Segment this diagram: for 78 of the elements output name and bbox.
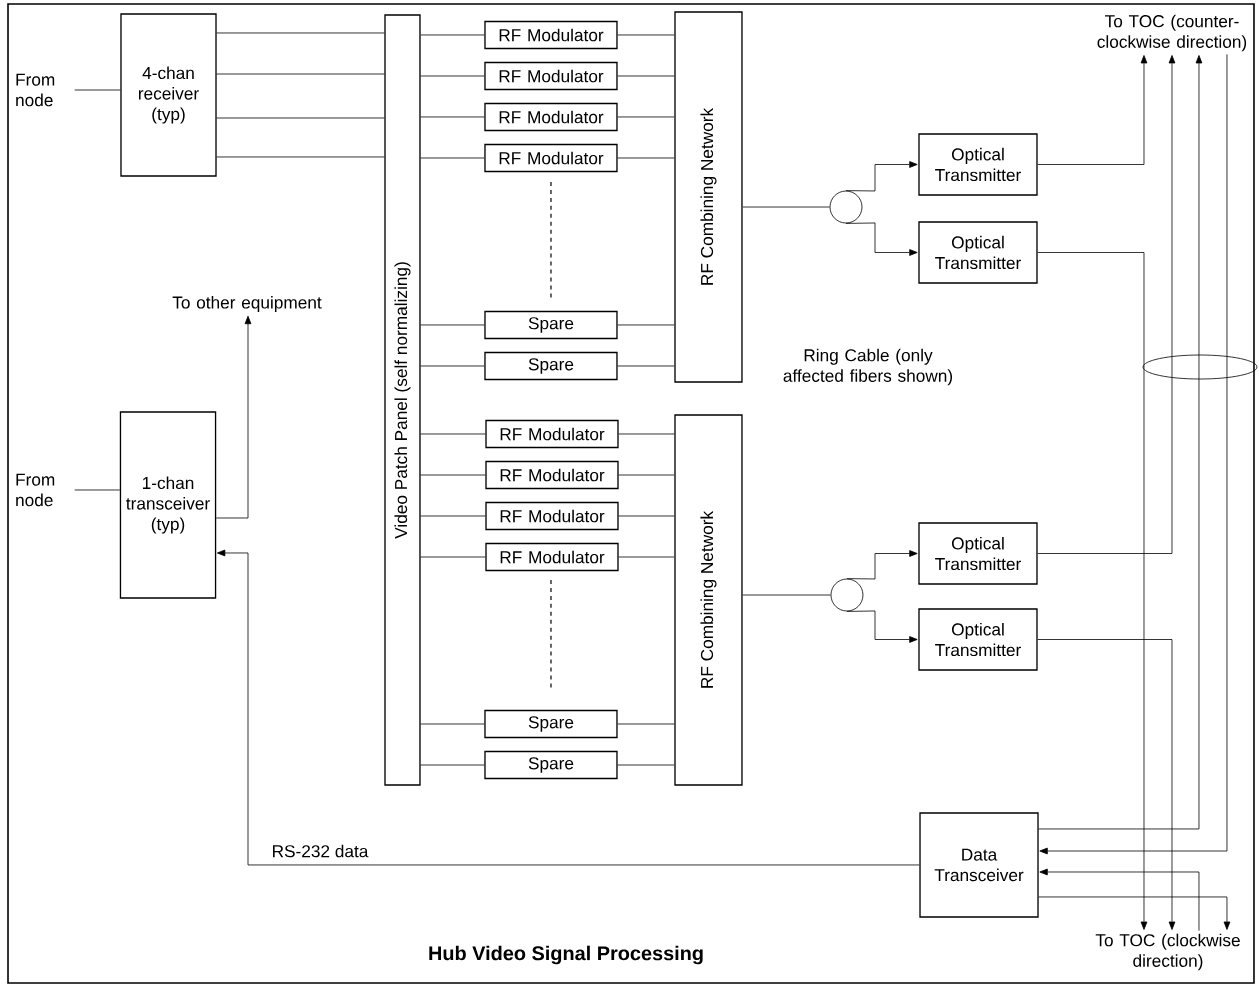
arrow	[845, 222, 918, 256]
combiner-box: RF Combining Network	[674, 11, 743, 383]
connector-line	[216, 117, 385, 119]
patch-panel-box: Video Patch Panel (self normalizing)	[384, 14, 421, 786]
connector-line	[420, 34, 485, 36]
arrow	[216, 549, 920, 866]
modulator-box: RF Modulator	[484, 143, 618, 173]
transmitter-box: Optical Transmitter	[918, 221, 1038, 284]
splitter-circle	[829, 190, 863, 224]
arrow	[1039, 868, 1200, 932]
modulator-box: Spare	[484, 310, 618, 340]
connector-line	[618, 433, 675, 435]
modulator-box: RF Modulator	[485, 501, 619, 531]
connector-line	[617, 764, 675, 766]
text-label: Ring Cable (only affected fibers shown)	[783, 348, 953, 386]
connector-line	[420, 433, 486, 435]
modulator-box: RF Modulator	[485, 542, 619, 572]
arrow	[846, 550, 918, 580]
connector-line	[618, 556, 675, 558]
transmitter-box: Optical Transmitter	[918, 608, 1038, 671]
edge-label: RS-232 data	[270, 843, 370, 859]
text-label: To TOC (counter-clockwise direction)	[1097, 14, 1247, 52]
receiver-box: 4-chan receiver (typ)	[120, 13, 217, 177]
connector-line	[420, 556, 486, 558]
transmitter-box: Optical Transmitter	[918, 133, 1038, 196]
text-label: From node	[16, 473, 55, 507]
connector-line	[420, 157, 485, 159]
connector-line	[420, 723, 485, 725]
modulator-box: Spare	[484, 709, 618, 739]
connector-line	[420, 75, 485, 77]
arrow	[846, 610, 918, 643]
transmitter-box: Optical Transmitter	[918, 522, 1038, 585]
arrow	[215, 315, 252, 519]
arrow	[1039, 53, 1228, 855]
title: Hub Video Signal Processing	[429, 945, 703, 965]
text-label: To other equipment	[172, 295, 322, 313]
text-label: From node	[16, 73, 55, 107]
connector-line	[742, 594, 831, 596]
connector-line	[618, 474, 675, 476]
connector-line	[617, 75, 675, 77]
connector-line	[74, 489, 121, 491]
splitter-circle	[830, 578, 864, 612]
connector-line	[420, 324, 485, 326]
transceiver-box: 1-chan transceiver (typ)	[119, 411, 217, 599]
connector-line	[617, 723, 675, 725]
modulator-box: RF Modulator	[484, 20, 618, 50]
arrow	[1038, 896, 1231, 930]
connector-line	[216, 73, 385, 75]
connector-line	[74, 89, 121, 91]
connector-line	[742, 206, 830, 208]
transceiver-box: Data Transceiver	[919, 812, 1039, 918]
modulator-box: Spare	[484, 351, 618, 381]
connector-line	[216, 156, 385, 158]
arrow	[1037, 55, 1148, 165]
modulator-box: RF Modulator	[484, 61, 618, 91]
arrow	[1037, 55, 1176, 554]
arrow	[1037, 639, 1176, 930]
modulator-box: RF Modulator	[484, 102, 618, 132]
modulator-box: RF Modulator	[485, 460, 619, 490]
connector-line	[420, 474, 486, 476]
connector-line	[420, 515, 486, 517]
connector-line	[420, 764, 485, 766]
connector-line	[617, 116, 675, 118]
connector-line	[420, 365, 485, 367]
connector-line	[618, 515, 675, 517]
text-label: To TOC (clockwise direction)	[1095, 933, 1240, 971]
connector-line	[617, 34, 675, 36]
connector-line	[617, 365, 675, 367]
combiner-box: RF Combining Network	[674, 414, 743, 786]
connector-line	[617, 324, 675, 326]
connector-line	[216, 32, 385, 34]
arrow	[1037, 252, 1148, 930]
arrow	[845, 161, 918, 192]
modulator-box: Spare	[484, 750, 618, 780]
connector-line	[420, 116, 485, 118]
connector-line	[617, 157, 675, 159]
modulator-box: RF Modulator	[485, 419, 619, 449]
arrow	[1038, 55, 1203, 830]
